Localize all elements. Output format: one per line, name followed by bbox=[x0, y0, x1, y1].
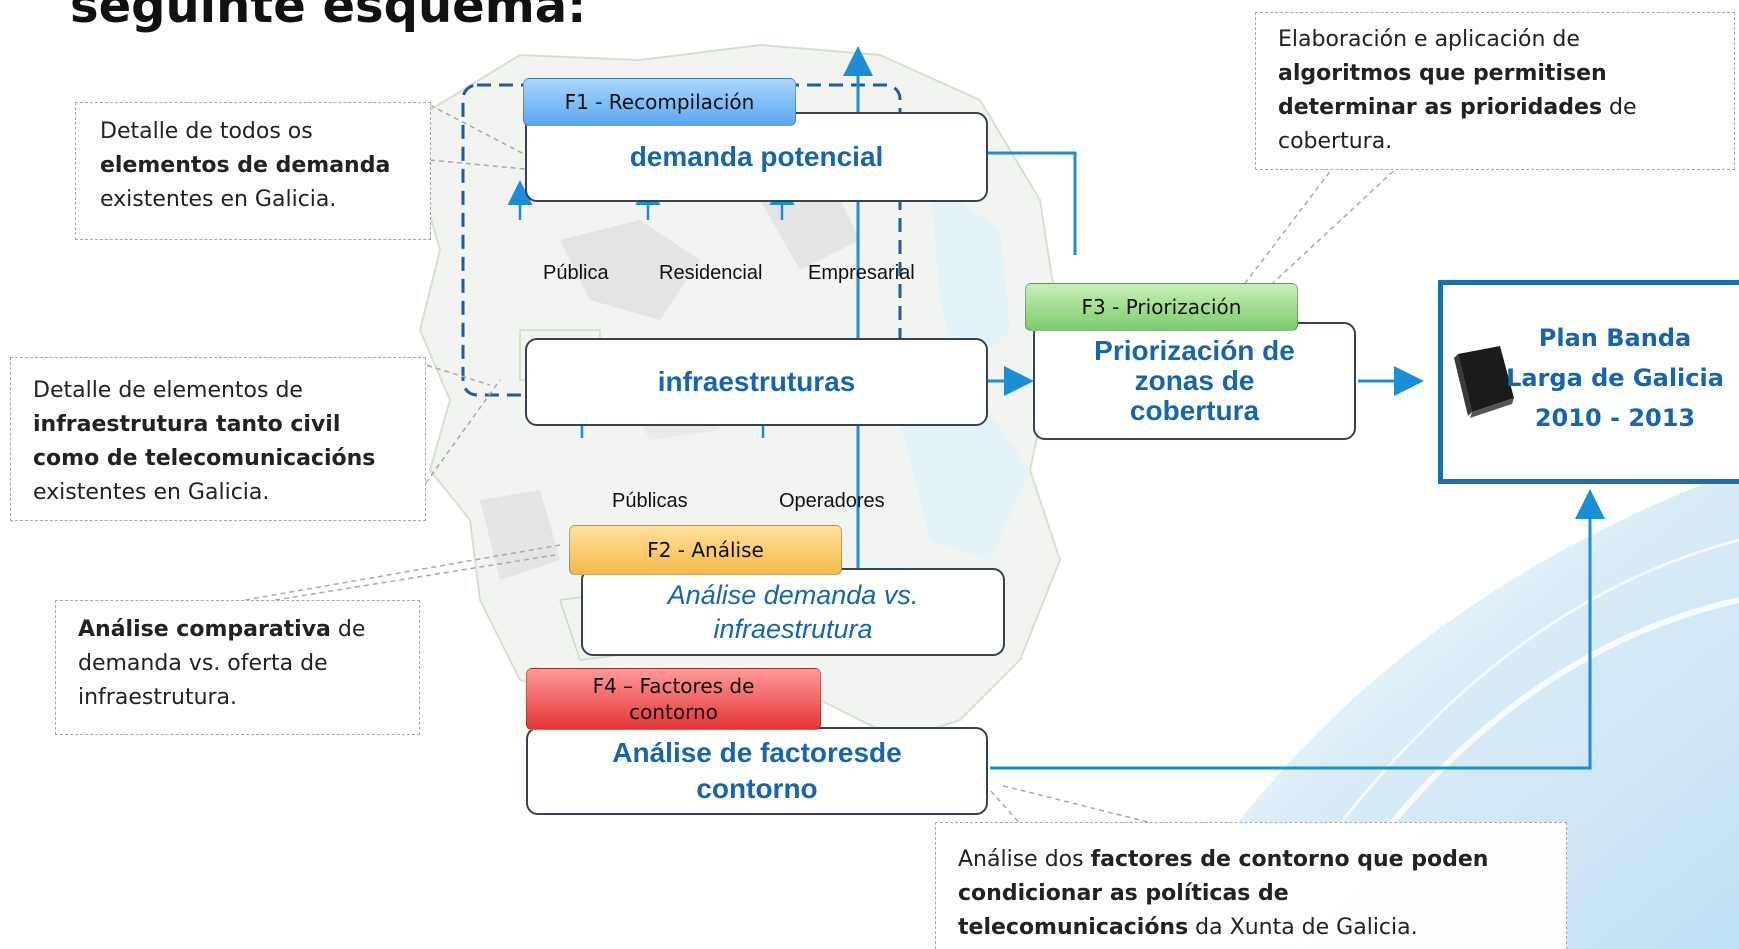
box-analise-line2: infraestrutura bbox=[713, 614, 873, 644]
input-label-residencial: Residencial bbox=[659, 262, 763, 284]
note-analysis-line3: infraestrutura. bbox=[78, 685, 238, 710]
note-factors-line2: condicionar as políticas de bbox=[958, 881, 1289, 906]
box-analise-line1: Análise demanda vs. bbox=[667, 580, 919, 610]
note-infra-line2: infraestrutura tanto civil bbox=[33, 412, 341, 437]
box-priorizacion: Priorización de zonas de cobertura bbox=[1033, 322, 1356, 440]
note-demand-line3: existentes en Galicia. bbox=[100, 187, 337, 212]
box-demanda-potencial: demanda potencial bbox=[525, 112, 988, 202]
input-label-empresarial: Empresarial bbox=[808, 262, 915, 284]
input-label-operadores: Operadores bbox=[779, 490, 885, 512]
tab-f1: F1 - Recompilación bbox=[523, 78, 796, 126]
box-infraestruturas: infraestruturas bbox=[525, 338, 988, 426]
page-title: seguinte esquema: bbox=[70, 0, 587, 34]
note-factors-line1: Análise dos factores de contorno que pod… bbox=[958, 847, 1489, 872]
note-infra-line3: como de telecomunicacións bbox=[33, 446, 376, 471]
box-priorizacion-line2: zonas de bbox=[1134, 365, 1255, 396]
box-factores-contorno: Análise de factoresde contorno bbox=[526, 727, 988, 815]
tab-f2: F2 - Análise bbox=[569, 525, 842, 575]
plan-line1: Plan Banda bbox=[1538, 324, 1692, 352]
plan-label: Plan Banda Larga de Galicia 2010 - 2013 bbox=[1495, 318, 1735, 438]
tab-f4-line2: contorno bbox=[629, 700, 718, 724]
note-analysis-line2: demanda vs. oferta de bbox=[78, 651, 328, 676]
box-priorizacion-line1: Priorización de bbox=[1094, 335, 1295, 366]
note-analysis: Análise comparativa de demanda vs. ofert… bbox=[55, 600, 420, 735]
note-algorithms-line3: determinar as prioridades de bbox=[1278, 95, 1637, 120]
note-demand: Detalle de todos os elementos de demanda… bbox=[75, 102, 431, 240]
note-factors: Análise dos factores de contorno que pod… bbox=[935, 822, 1567, 949]
tab-f4-line1: F4 – Factores de bbox=[592, 674, 755, 698]
box-analise-demanda: Análise demanda vs. infraestrutura bbox=[581, 568, 1005, 656]
input-label-publicas: Públicas bbox=[612, 490, 688, 512]
box-priorizacion-line3: cobertura bbox=[1129, 395, 1260, 426]
note-infra: Detalle de elementos de infraestrutura t… bbox=[10, 357, 426, 521]
note-infra-line1: Detalle de elementos de bbox=[33, 378, 303, 403]
note-algorithms-line2: algoritmos que permitisen bbox=[1278, 61, 1607, 86]
note-factors-line3: telecomunicacións da Xunta de Galicia. bbox=[958, 915, 1418, 940]
connector-f4-plan bbox=[990, 489, 1605, 770]
tab-f4: F4 – Factores de contorno bbox=[526, 668, 821, 730]
note-analysis-line1: Análise comparativa de bbox=[78, 617, 366, 642]
tab-f3: F3 - Priorización bbox=[1025, 283, 1298, 331]
plan-line3: 2010 - 2013 bbox=[1534, 404, 1696, 432]
note-infra-line4: existentes en Galicia. bbox=[33, 480, 270, 505]
box-factores-line2: contorno bbox=[696, 773, 818, 804]
plan-line2: Larga de Galicia bbox=[1506, 364, 1724, 392]
box-infraestruturas-label: infraestruturas bbox=[657, 366, 856, 397]
note-demand-line2: elementos de demanda bbox=[100, 153, 391, 178]
input-label-publica: Pública bbox=[543, 262, 609, 284]
note-demand-line1: Detalle de todos os bbox=[100, 119, 313, 144]
note-algorithms-line1: Elaboración e aplicación de bbox=[1278, 27, 1580, 52]
box-demanda-potencial-label: demanda potencial bbox=[629, 141, 884, 172]
book-icon bbox=[1454, 346, 1514, 418]
note-algorithms-line4: cobertura. bbox=[1278, 129, 1393, 154]
box-factores-line1: Análise de factoresde bbox=[612, 737, 902, 768]
note-algorithms: Elaboración e aplicación de algoritmos q… bbox=[1255, 12, 1735, 170]
